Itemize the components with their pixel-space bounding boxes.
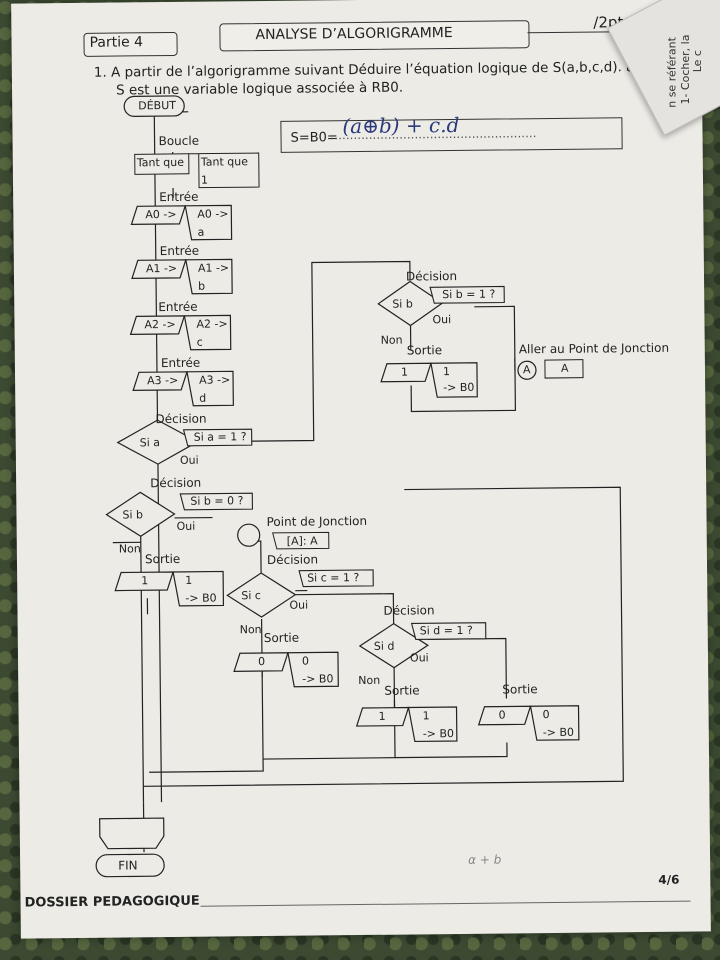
tant-que-box-line-2: 1 [200,173,209,187]
output-c-value: 0 [257,655,266,669]
point-jonction-label: Point de Jonction [266,513,368,529]
output-d1-box-target: -> B0 [422,727,455,741]
si-a-condition: Si a = 1 ? [193,430,247,444]
worksheet-page: Partie 4 ANALYSE D’ALGORIGRAMME /2pts 1.… [11,0,711,939]
si-b-1-condition: Si b = 1 ? [442,287,496,302]
decision-label-a: Décision [155,411,207,427]
output-b2-box-target: -> B0 [185,591,217,605]
si-b-2-condition: Si b = 0 ? [190,494,244,508]
decision-label-b2: Décision [150,475,202,491]
debut-label: DÉBUT [138,98,177,113]
input-a0: A0 -> [145,207,177,222]
oui-c: Oui [289,598,309,612]
input-a-var: a [197,225,205,239]
non-b2: Non [118,542,141,556]
sortie-b1: Sortie [406,343,443,358]
oui-b2: Oui [176,519,196,533]
oui-a: Oui [179,453,199,467]
output-b1-value: 1 [400,365,409,379]
si-b-2: Si b [122,508,144,522]
boucle-label: Boucle [158,133,200,149]
entree-label-b: Entrée [159,243,200,259]
corner-text-1: n se référant [665,37,679,108]
connector-a-circle-label: A [522,363,531,377]
output-d1-box-value: 1 [422,709,430,723]
output-b2-box-value: 1 [185,573,193,587]
output-d1-value: 1 [378,709,386,723]
input-a0-box: A0 -> [197,207,229,221]
flowchart-lines [95,95,624,878]
aller-jonction-label: Aller au Point de Jonction [518,340,670,357]
output-b2-value: 1 [141,574,149,588]
si-d: Si d [373,639,395,653]
input-d-var: d [199,391,207,405]
input-a2: A2 -> [144,317,176,332]
jonction-a-label: [A]: A [286,534,318,548]
pencil-scribble: α + b [468,852,502,867]
connector-a-box-label: A [560,361,569,375]
footer-dossier: DOSSIER PEDAGOGIQUE [24,893,200,911]
page-number: 4/6 [658,872,680,887]
output-c-box-target: -> B0 [302,672,334,686]
entree-label-d: Entrée [160,355,201,371]
input-a2-box: A2 -> [196,317,228,331]
si-c-condition: Si c = 1 ? [307,571,360,585]
sortie-d-left: Sortie [384,683,420,698]
output-b1-box-value: 1 [442,365,451,379]
output-d0-box-target: -> B0 [542,725,575,740]
si-b-1: Si b [392,297,413,311]
si-c: Si c [241,589,261,603]
tant-que-box-line-1: Tant que [200,155,249,169]
tant-que-label: Tant que [136,155,185,170]
output-d0-value: 0 [498,708,506,722]
non-c: Non [239,623,262,637]
corner-text-3: Le c [690,50,704,73]
oui-b1: Oui [432,313,452,327]
sortie-c: Sortie [263,630,300,646]
oui-d: Oui [409,651,429,665]
input-c-var: c [196,335,203,349]
input-b-var: b [198,279,206,293]
si-a: Si a [139,436,161,450]
input-a1: A1 -> [145,261,178,276]
entree-label-a: Entrée [159,189,199,205]
si-d-condition: Si d = 1 ? [419,623,473,638]
input-a1-box: A1 -> [197,261,230,275]
decision-label-d: Décision [383,603,435,618]
sortie-d-right: Sortie [502,682,538,697]
output-d0-box-value: 0 [542,708,550,722]
output-b1-box-target: -> B0 [443,380,475,395]
sortie-b2: Sortie [144,551,181,567]
input-a3: A3 -> [147,373,179,388]
input-a3-box: A3 -> [199,373,231,387]
fin-label: FIN [118,858,138,873]
output-c-box-value: 0 [301,654,310,668]
non-b1: Non [380,333,403,347]
non-d: Non [358,673,381,688]
decision-label-b1: Décision [405,268,458,284]
entree-label-c: Entrée [158,299,198,315]
decision-label-c: Décision [266,552,319,567]
